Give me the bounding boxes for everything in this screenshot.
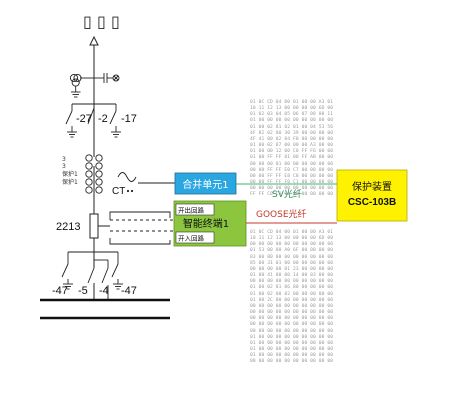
sv-hex-row: 00 00 FF FF E8 C8 00 00 00 00 [250, 173, 334, 179]
ct-output-dots [126, 189, 134, 193]
goose-hex-row: 01 00 00 00 00 00 00 00 00 00 [250, 334, 334, 340]
goose-hex-row: 00 00 00 00 00 00 00 00 00 00 [250, 242, 334, 248]
label-switch-27: -27 [76, 113, 92, 125]
goose-hex-row: 00 00 00 00 00 00 00 00 00 00 [250, 359, 334, 365]
sv-hex-row: 10 11 12 13 00 00 00 00 6D 00 [250, 106, 334, 112]
goose-hex-row: 01 00 2C 00 00 00 00 00 00 00 [250, 297, 334, 303]
title-glyph-2: ▯ [97, 12, 106, 31]
analog-wave-icon [117, 172, 137, 182]
ct-label-2: 3 [62, 163, 66, 170]
open-out-label: 开出回路 [178, 206, 205, 215]
goose-hex-row: 01 0C CD 04 00 01 00 00 A3 01 [250, 230, 334, 235]
title-glyphs: ▯ ▯ ▯ [83, 12, 120, 31]
sv-hex-row: 4F 41 00 02 84 F8 00 00 00 00 [250, 136, 334, 142]
sv-hex-row: 01 00 00 00 00 00 00 00 00 00 [250, 118, 334, 124]
sv-hex-row: 01 0C CD 04 00 01 00 00 A3 01 [250, 100, 334, 105]
arrow-up-icon [89, 35, 99, 46]
sv-hex-row: 01 02 03 04 05 06 07 08 00 11 [250, 112, 334, 118]
open-out-box [175, 203, 215, 216]
label-switch-47b: -47 [121, 285, 137, 297]
ct-label-1: 3 [62, 156, 66, 163]
sv-hex-row: 4F 82 02 00 30 39 00 00 00 00 [250, 130, 334, 136]
label-ct: CT [112, 186, 125, 197]
ct-small-labels: 3 3 保护1 保护1 [62, 156, 78, 186]
open-in-box [175, 231, 215, 244]
voltage-transformer-icon [69, 73, 94, 98]
goose-hex-row: 01 53 00 00 A0 6F 00 00 00 00 [250, 248, 334, 254]
sv-hex-row: 01 00 02 87 00 00 00 A3 00 00 [250, 143, 334, 149]
title-glyph-3: ▯ [111, 12, 120, 31]
goose-hex-row: 01 00 00 00 00 00 00 00 00 00 [250, 340, 334, 346]
goose-hex-row: 00 00 00 00 01 23 00 00 00 00 [250, 266, 334, 272]
goose-hex-row: 00 00 00 00 00 00 00 00 00 00 [250, 310, 334, 316]
sv-hex-row: 00 00 00 00 00 00 00 00 00 00 [250, 186, 334, 192]
ct-label-3: 保护1 [62, 170, 78, 178]
current-transformer-icon [85, 154, 103, 194]
protection-device-name: 保护装置 [352, 180, 392, 193]
goose-hex-row: 01 00 41 00 00 14 00 03 00 00 [250, 273, 334, 279]
sv-hex-row: 01 00 02 81 02 01 00 04 53 56 [250, 124, 334, 130]
smart-terminal-label: 智能终端1 [183, 217, 229, 230]
goose-hex-row: 00 00 00 00 00 00 00 00 00 00 [250, 316, 334, 322]
ct-label-4: 保护1 [62, 178, 78, 186]
open-in-label: 开入回路 [178, 234, 205, 243]
sv-hex-row: 00 00 FF FF F0 C1 00 00 00 00 [250, 180, 334, 186]
upper-switches [65, 103, 121, 138]
sv-hex-row: 00 00 FF FF E0 C7 00 00 00 00 [250, 167, 334, 173]
goose-hex-row: 01 00 00 00 00 00 00 00 00 00 [250, 353, 334, 359]
goose-hex-row: 10 11 12 13 00 00 00 00 6D 00 [250, 236, 334, 242]
breaker-control-links [109, 211, 174, 245]
protection-device-model: CSC-103B [348, 197, 396, 208]
goose-hex-row: 01 00 02 00 82 00 00 00 00 00 [250, 291, 334, 297]
sv-hex-row: 01 00 FF FF 81 00 FF AB 00 00 [250, 155, 334, 161]
label-switch-5: -5 [78, 285, 88, 297]
sv-fiber-label: SV光纤 [272, 188, 302, 200]
label-breaker-2213: 2213 [56, 221, 80, 233]
bus-bars [40, 298, 170, 320]
goose-hex-row: 01 00 02 81 06 80 00 00 00 00 [250, 285, 334, 291]
label-switch-17: -17 [121, 113, 137, 125]
capacitor-icon [94, 73, 120, 83]
label-switch-4: -4 [99, 285, 109, 297]
goose-hex-row: 01 00 00 00 00 00 00 00 00 00 [250, 346, 334, 352]
sv-hex-row: 01 00 00 12 00 C0 FF F6 00 00 [250, 149, 334, 155]
merging-unit-label: 合并单元1 [182, 178, 228, 191]
sv-hex-row: FF FF C0 C0 00 00 00 00 00 00 [250, 192, 334, 198]
goose-hex-row: 00 00 00 00 00 00 00 00 00 00 [250, 328, 334, 334]
goose-fiber-label: GOOSE光纤 [256, 208, 307, 220]
title-glyph-1: ▯ [83, 12, 92, 31]
goose-hex-row: 00 00 00 00 00 00 00 00 00 00 [250, 279, 334, 285]
goose-hex-row: 85 00 31 01 00 00 00 00 00 00 [250, 260, 334, 266]
protection-device-box[interactable] [336, 169, 408, 222]
goose-hex-row: 83 00 00 00 00 00 00 00 00 00 [250, 254, 334, 260]
lower-switches [61, 251, 123, 300]
label-switch-47a: -47 [52, 285, 68, 297]
goose-hex-row: 00 00 00 00 00 00 00 00 00 00 [250, 322, 334, 328]
goose-hex-row: 00 00 00 00 00 00 00 00 00 00 [250, 303, 334, 309]
sv-hex-row: 00 00 00 01 00 00 00 00 00 00 [250, 161, 334, 167]
label-switch-2: -2 [98, 113, 108, 125]
circuit-breaker-icon [89, 213, 110, 239]
primary-line [89, 35, 99, 300]
